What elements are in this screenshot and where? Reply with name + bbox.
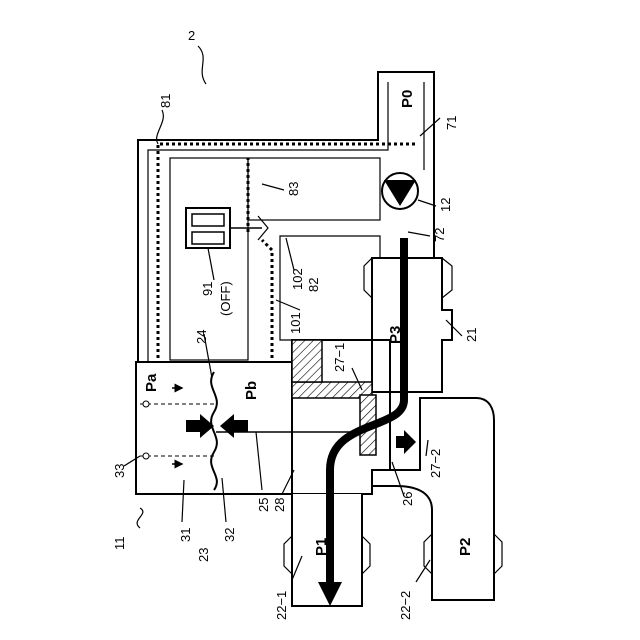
label-27-2: 27−2 [428,449,443,478]
label-27-1: 27−1 [332,343,347,372]
label-101: 101 [288,312,303,334]
label-fig-no: 2 [188,28,195,43]
label-22-1: 22−1 [274,591,289,620]
label-33: 33 [112,464,127,478]
label-32: 32 [222,528,237,542]
label-23: 23 [196,548,211,562]
label-28: 28 [272,498,287,512]
label-25: 25 [256,498,271,512]
label-22-2: 22−2 [398,591,413,620]
label-p0: P0 [399,90,416,108]
label-12: 12 [438,198,453,212]
label-83: 83 [286,182,301,196]
label-pb: Pb [243,381,260,400]
label-p3: P3 [387,326,404,344]
label-24: 24 [194,330,209,344]
label-102: 102 [290,268,305,290]
label-pa: Pa [143,373,160,392]
label-71: 71 [444,116,459,130]
label-91: 91 [200,282,215,296]
seat-upper [292,340,322,382]
label-11: 11 [112,537,127,551]
label-21: 21 [464,328,479,342]
label-72: 72 [432,228,447,242]
label-26: 26 [400,492,415,506]
label-91-state: (OFF) [218,281,233,316]
pump-12 [382,173,418,209]
label-p1: P1 [313,538,330,556]
label-82: 82 [306,278,321,292]
label-p2: P2 [457,538,474,556]
label-31: 31 [178,528,193,542]
label-81: 81 [158,94,173,108]
